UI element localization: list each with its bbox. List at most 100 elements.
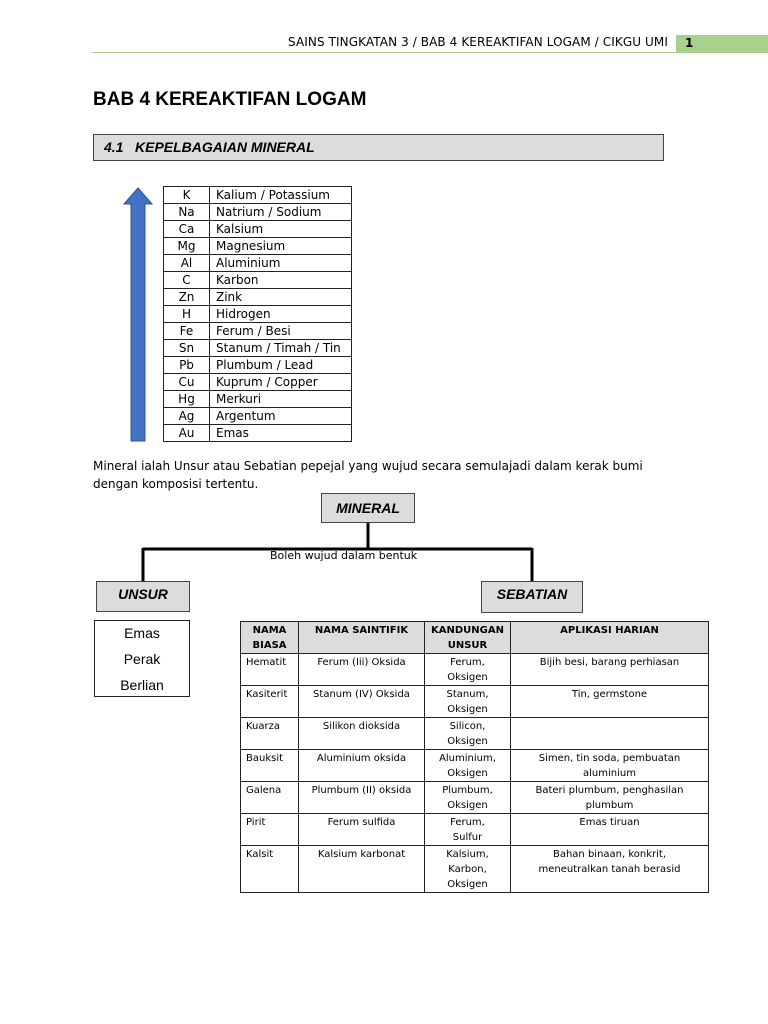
unsur-box: UNSUR [96, 581, 190, 612]
compound-cell: Kalsium karbonat [298, 845, 425, 893]
element-symbol: Ag [163, 407, 210, 425]
element-name: Stanum / Timah / Tin [209, 339, 352, 357]
compound-cell: Hematit [240, 653, 299, 686]
compound-cell: Aluminium oksida [298, 749, 425, 782]
compound-cell: Kuarza [240, 717, 299, 750]
element-name: Kuprum / Copper [209, 373, 352, 391]
compound-cell: Bauksit [240, 749, 299, 782]
element-name: Ferum / Besi [209, 322, 352, 340]
compound-cell: Plumbum (II) oksida [298, 781, 425, 814]
compound-cell [510, 717, 709, 750]
element-symbol: H [163, 305, 210, 323]
element-symbol: K [163, 186, 210, 204]
compound-cell: Kalsit [240, 845, 299, 893]
element-symbol: Pb [163, 356, 210, 374]
element-name: Plumbum / Lead [209, 356, 352, 374]
running-header: SAINS TINGKATAN 3 / BAB 4 KEREAKTIFAN LO… [288, 35, 669, 49]
element-symbol: Hg [163, 390, 210, 408]
element-symbol: Ca [163, 220, 210, 238]
reactivity-up-arrow-icon [122, 187, 154, 442]
element-symbol: Au [163, 424, 210, 442]
compound-cell: Tin, germstone [510, 685, 709, 718]
compound-cell: Silikon dioksida [298, 717, 425, 750]
compounds-column-header: NAMA SAINTIFIK [298, 621, 425, 654]
compound-cell: Plumbum,Oksigen [424, 781, 511, 814]
mineral-box: MINERAL [321, 493, 415, 523]
section-title: KEPELBAGAIAN MINERAL [135, 139, 315, 155]
compound-cell: Pirit [240, 813, 299, 846]
compound-cell: Galena [240, 781, 299, 814]
compound-cell: Bijih besi, barang perhiasan [510, 653, 709, 686]
header-rule [92, 52, 768, 53]
compound-cell: Ferum (Iii) Oksida [298, 653, 425, 686]
compound-cell: Aluminium,Oksigen [424, 749, 511, 782]
compound-cell: Bahan binaan, konkrit,meneutralkan tanah… [510, 845, 709, 893]
element-name: Natrium / Sodium [209, 203, 352, 221]
mineral-definition: Mineral ialah Unsur atau Sebatian pepeja… [93, 459, 643, 491]
element-name: Hidrogen [209, 305, 352, 323]
section-number: 4.1 [104, 139, 124, 155]
tree-connector-label: Boleh wujud dalam bentuk [270, 549, 418, 562]
element-symbol: Sn [163, 339, 210, 357]
element-name: Zink [209, 288, 352, 306]
element-name: Kalsium [209, 220, 352, 238]
section-heading: 4.1 KEPELBAGAIAN MINERAL [93, 134, 664, 161]
compound-cell: Kasiterit [240, 685, 299, 718]
element-name: Argentum [209, 407, 352, 425]
unsur-example: Perak [123, 651, 161, 667]
element-name: Magnesium [209, 237, 352, 255]
compound-cell: Silicon,Oksigen [424, 717, 511, 750]
element-name: Emas [209, 424, 352, 442]
page-number: 1 [676, 35, 768, 52]
chapter-title: BAB 4 KEREAKTIFAN LOGAM [93, 89, 367, 110]
compound-cell: Emas tiruan [510, 813, 709, 846]
compounds-column-header: APLIKASI HARIAN [510, 621, 709, 654]
compound-cell: Kalsium,Karbon,Oksigen [424, 845, 511, 893]
unsur-examples-list: Emas Perak Berlian [94, 620, 190, 697]
element-symbol: Fe [163, 322, 210, 340]
compound-cell: Stanum (IV) Oksida [298, 685, 425, 718]
element-symbol: Al [163, 254, 210, 272]
unsur-example: Berlian [120, 677, 164, 693]
element-symbol: Zn [163, 288, 210, 306]
element-symbol: Na [163, 203, 210, 221]
compound-cell: Ferum,Oksigen [424, 653, 511, 686]
element-name: Aluminium [209, 254, 352, 272]
element-symbol: Mg [163, 237, 210, 255]
element-symbol: Cu [163, 373, 210, 391]
element-symbol: C [163, 271, 210, 289]
element-name: Merkuri [209, 390, 352, 408]
compound-cell: Ferum sulfida [298, 813, 425, 846]
compound-cell: Ferum,Sulfur [424, 813, 511, 846]
element-name: Karbon [209, 271, 352, 289]
element-name: Kalium / Potassium [209, 186, 352, 204]
unsur-example: Emas [124, 625, 160, 641]
